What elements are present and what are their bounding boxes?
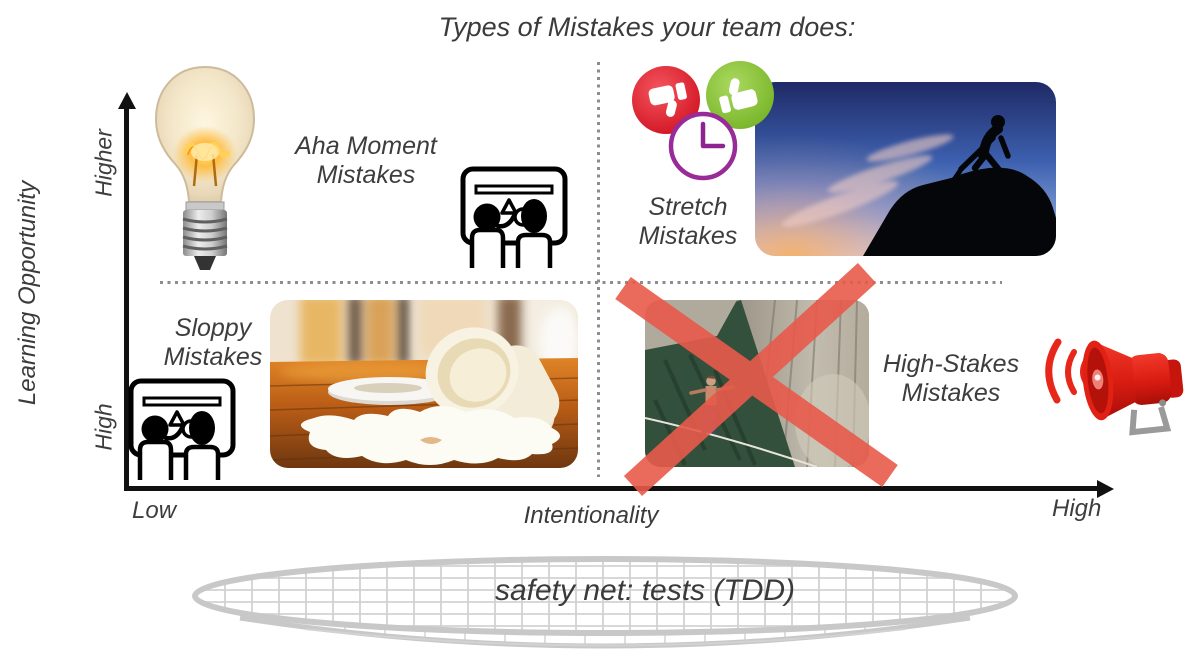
clock-icon [668, 111, 738, 181]
spilled-milk-photo [270, 300, 578, 468]
x-axis-line [124, 486, 1100, 491]
y-axis-tick-higher: Higher [90, 129, 117, 197]
stretch-label: Stretch Mistakes [638, 193, 738, 250]
aha-moment-label: Aha Moment Mistakes [295, 132, 437, 189]
horizontal-divider-dotted [160, 281, 1002, 284]
team-whiteboard-icon [458, 164, 570, 268]
y-axis-tick-high: High [90, 403, 117, 451]
x-axis-arrowhead [1097, 479, 1114, 498]
x-axis-title: Intentionality [523, 502, 659, 529]
helping-hand-climb-photo [755, 82, 1056, 256]
y-axis-title: Learning Opportunity [14, 180, 41, 406]
safety-net-label: safety net: tests (TDD) [494, 574, 796, 607]
team-whiteboard-icon [126, 373, 238, 483]
red-cross-icon [615, 263, 898, 496]
thumbs-down-icon [632, 66, 700, 134]
safety-net-drawing [192, 556, 1018, 649]
y-axis-line [124, 107, 129, 491]
lightbulb-photo [154, 65, 256, 270]
diagram-title: Types of Mistakes your team does: [438, 12, 856, 42]
sloppy-label: Sloppy Mistakes [163, 314, 263, 371]
high-stakes-label: High-Stakes Mistakes [882, 350, 1020, 407]
thumbs-up-icon [706, 61, 774, 129]
megaphone-icon [1045, 338, 1184, 436]
x-axis-tick-low: Low [132, 497, 177, 524]
vertical-divider-dotted [597, 62, 600, 477]
y-axis-arrowhead [117, 92, 136, 109]
x-axis-tick-high: High [1052, 495, 1102, 522]
